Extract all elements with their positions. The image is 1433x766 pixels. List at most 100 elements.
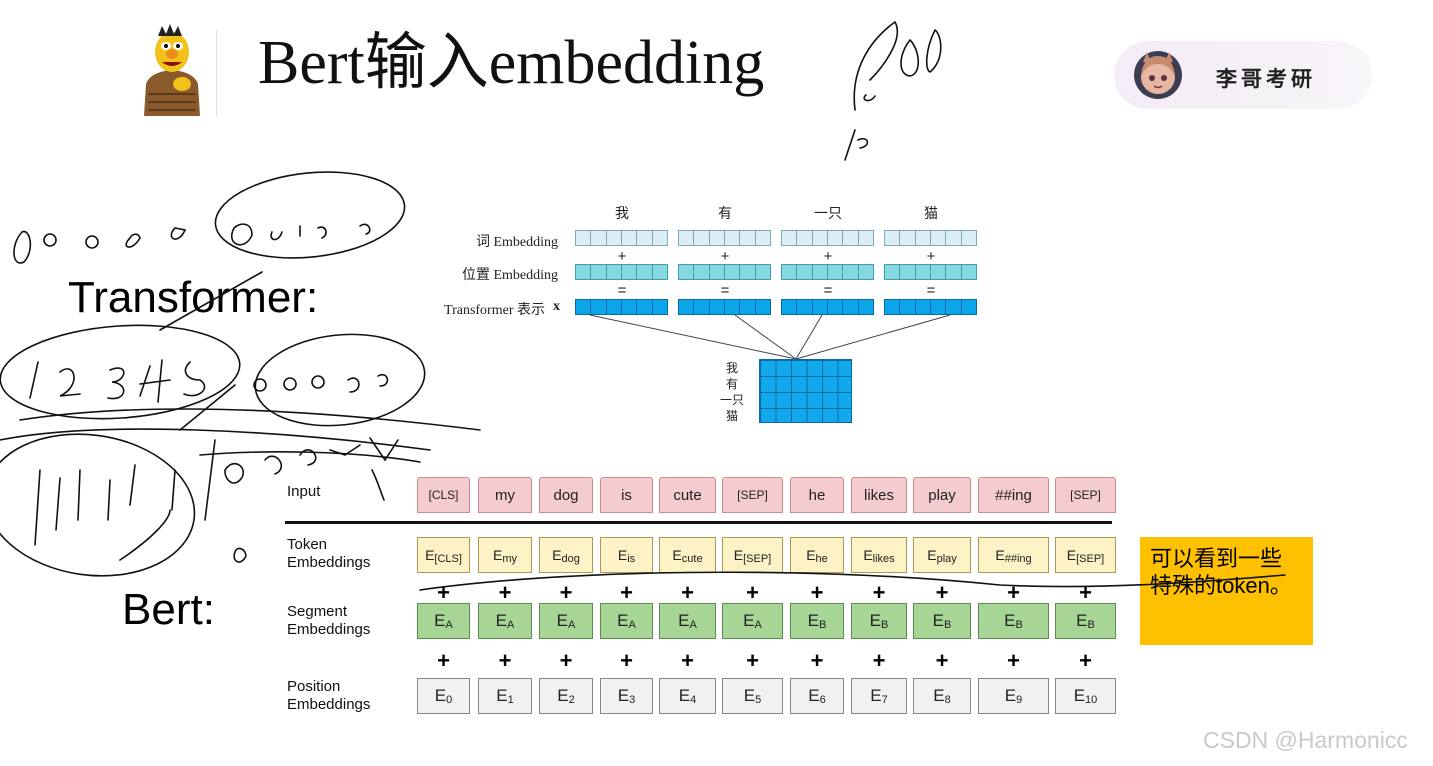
plus-sign: + [720,248,730,265]
input-token: ##ing [978,477,1049,513]
word-label: 一只 [814,205,842,221]
segment-row-label: Segment Embeddings [287,603,407,639]
matrix-row-label: 猫 [725,409,738,423]
token-row-label: Token Embeddings [287,536,407,572]
input-token: play [913,477,971,513]
plus-sign: + [620,580,633,605]
plus-sign: + [926,248,936,265]
plus-sign: + [746,580,759,605]
callout-note: 可以看到一些特殊的token。 [1140,537,1313,645]
token-embedding: E[CLS] [417,537,470,573]
plus-sign: + [1079,648,1092,673]
row-label-line: Token [287,536,328,553]
position-embedding-cells [884,264,977,280]
word-embedding-label: 词 Embedding [475,235,558,250]
plus-sign: + [810,648,824,673]
title-divider [216,30,217,116]
matrix-row-label: 一只 [719,393,744,407]
plus-sign: + [559,648,573,673]
token-embedding: E[SEP] [1055,537,1116,573]
plus-sign: + [1007,580,1020,605]
page-title: Bert输入embedding [258,29,765,97]
word-embedding-cells [678,230,771,246]
bert-label: Bert: [122,585,215,634]
transformer-symbol: x [553,299,560,314]
plus-sign: + [617,248,627,265]
input-token: [SEP] [1055,477,1116,513]
plus-sign: + [935,580,949,605]
word-label: 猫 [924,205,938,221]
mascot-logo-icon [144,24,200,116]
transformer-repr-cells [884,299,977,315]
equals-sign: = [617,282,627,299]
position-row-label: Position Embeddings [287,678,407,714]
input-token: [CLS] [417,477,470,513]
input-token: he [790,477,844,513]
plus-sign: + [437,580,450,605]
watermark: CSDN @Harmonicc [1203,727,1408,753]
transformer-repr-cells [678,299,771,315]
separator-line [285,521,1112,524]
input-row-label: Input [287,483,321,500]
input-token: cute [659,477,716,513]
avatar [1134,51,1182,99]
matrix-row-label: 有 [725,377,738,391]
word-embedding-cells [781,230,874,246]
row-label-line: Position [287,678,341,695]
token-embedding: E[SEP] [722,537,783,573]
plus-sign: + [559,580,573,605]
transformer-repr-cells [781,299,874,315]
row-label-line: Embeddings [287,621,371,638]
matrix-row-label: 我 [725,361,738,375]
plus-sign: + [681,580,694,605]
row-label-line: Embeddings [287,554,371,571]
word-label: 我 [615,205,629,221]
row-label-line: Embeddings [287,696,371,713]
input-token: my [478,477,532,513]
input-token: dog [539,477,593,513]
row-label-line: Segment [287,603,348,620]
plus-sign: + [935,648,949,673]
plus-sign: + [498,580,512,605]
word-label: 有 [718,205,732,221]
word-embedding-cells [884,230,977,246]
output-matrix [759,359,852,423]
input-token: is [600,477,653,513]
transformer-repr-cells [575,299,668,315]
plus-sign: + [1007,648,1020,673]
position-embedding-cells [678,264,771,280]
plus-sign: + [746,648,759,673]
plus-sign: + [823,248,833,265]
transformer-repr-label: Transformer 表示 [444,303,545,318]
position-embedding-cells [781,264,874,280]
plus-sign: + [872,648,886,673]
author-name: 李哥考研 [1216,68,1316,91]
token-embedding: E##ing [978,537,1049,573]
plus-sign: + [620,648,633,673]
input-token: likes [851,477,907,513]
equals-sign: = [720,282,730,299]
